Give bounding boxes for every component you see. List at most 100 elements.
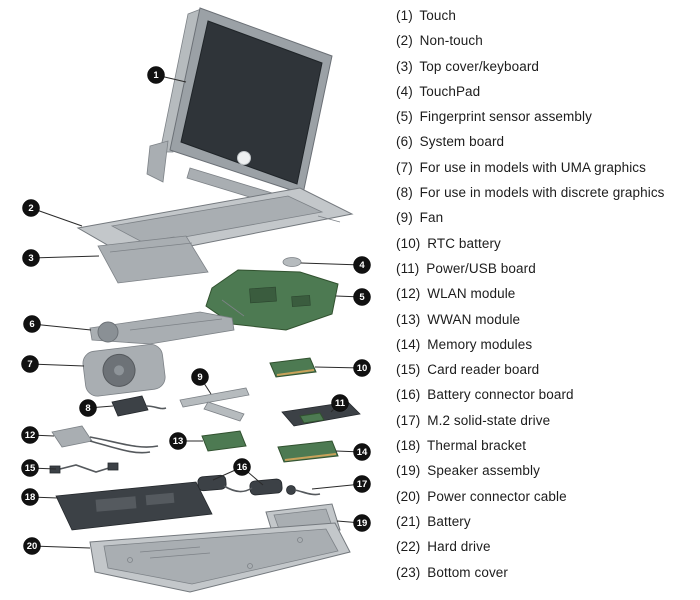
legend-item-label: Touch — [419, 8, 456, 23]
rtc-battery-part — [282, 257, 302, 267]
legend-item-label: TouchPad — [419, 83, 481, 99]
legend-item-label: Thermal bracket — [427, 438, 527, 454]
legend-item-number: (11) — [396, 260, 420, 276]
legend-item-number: (19) — [396, 463, 421, 479]
callout-number: 14 — [357, 447, 368, 458]
legend-item-number: (17) — [396, 412, 421, 428]
callout-leader-line — [30, 207, 83, 227]
legend-item-label: For use in models with discrete graphics — [419, 185, 665, 201]
callout-balloon-19 — [353, 514, 371, 532]
legend-item: (20) Power connector cable — [396, 488, 694, 504]
bottom-cover-part — [89, 522, 351, 593]
callout-number: 6 — [29, 319, 34, 330]
legend-item-number: (21) — [396, 513, 421, 529]
callout-number: 9 — [197, 372, 202, 383]
memory-module-part — [277, 440, 339, 463]
callout-leader-line — [300, 262, 363, 266]
callout-number: 10 — [357, 363, 368, 374]
legend-item-label: WLAN module — [427, 286, 516, 302]
callout-number: 8 — [85, 403, 90, 414]
legend-item-number: (5) — [396, 109, 413, 125]
legend-item-number: (2) — [396, 33, 413, 49]
callout-balloon-1 — [147, 66, 165, 84]
speakers-part — [197, 474, 283, 496]
legend-item-label: Fan — [419, 210, 444, 226]
callout-balloon-13 — [169, 432, 187, 450]
callout-balloon-14 — [353, 443, 371, 461]
callout-balloon-20 — [23, 537, 41, 555]
cable-part — [49, 462, 119, 474]
legend-item: (12) WLAN module — [396, 287, 694, 301]
legend-item: (9) Fan — [396, 211, 694, 225]
legend-item-label: Battery connector board — [427, 387, 574, 403]
callout-number: 13 — [173, 436, 184, 447]
callout-balloon-17 — [353, 475, 371, 493]
display-assembly-part — [146, 7, 333, 207]
legend-item-number: (4) — [396, 83, 413, 99]
legend-item: (19) Speaker assembly — [396, 464, 694, 478]
battery-part — [55, 481, 213, 531]
legend-item: (18) Thermal bracket — [396, 439, 694, 453]
callout-balloon-2 — [22, 199, 40, 217]
legend-item-label: Power/USB board — [426, 260, 536, 276]
legend-item: (13) WWAN module — [396, 311, 694, 327]
callout-balloon-12 — [21, 426, 39, 444]
fingerprint-sensor-part — [111, 395, 167, 417]
callout-balloon-4 — [353, 256, 371, 274]
callout-number: 3 — [28, 253, 33, 264]
legend-item-number: (9) — [396, 210, 413, 226]
legend-item-number: (10) — [396, 235, 421, 251]
legend-item: (17) M.2 solid-state drive — [396, 414, 694, 428]
legend-item-number: (3) — [396, 58, 413, 74]
callout-leader-line — [31, 323, 92, 331]
legend-item-number: (14) — [396, 336, 421, 352]
callout-balloon-9 — [191, 368, 209, 386]
callout-leader-line — [31, 545, 91, 549]
callout-number: 12 — [25, 430, 36, 441]
legend-item-label: Top cover/keyboard — [419, 58, 540, 74]
legend-item-label: RTC battery — [427, 235, 501, 251]
callout-number: 17 — [357, 479, 368, 490]
callout-number: 7 — [27, 359, 32, 370]
legend-item: (10) RTC battery — [396, 235, 694, 251]
legend-item: (8) For use in models with discrete grap… — [396, 186, 694, 200]
legend-item-label: M.2 solid-state drive — [427, 412, 551, 428]
legend-item-label: Speaker assembly — [427, 463, 540, 479]
legend-item-number: (8) — [396, 185, 413, 201]
fan-part — [82, 344, 166, 397]
callout-number: 5 — [359, 292, 365, 303]
callout-balloon-6 — [23, 315, 41, 333]
legend-item: (21) Battery — [396, 515, 694, 529]
system-board-part — [205, 269, 339, 331]
legend-item-label: System board — [419, 134, 505, 150]
callout-number: 1 — [153, 70, 159, 81]
heatsink-part — [89, 311, 235, 345]
callout-number: 2 — [28, 203, 33, 214]
callout-balloon-15 — [21, 459, 39, 477]
callout-balloon-7 — [21, 355, 39, 373]
callout-number: 11 — [335, 398, 346, 409]
legend-item-number: (22) — [396, 539, 421, 555]
touchpad-plate-part — [97, 235, 209, 284]
callout-number: 18 — [25, 492, 36, 503]
legend-item-number: (12) — [396, 286, 421, 302]
callout-number: 15 — [25, 463, 36, 474]
callout-number: 20 — [27, 541, 38, 552]
legend-item: (15) Card reader board — [396, 363, 694, 377]
legend-item-number: (20) — [396, 488, 421, 504]
callout-balloon-18 — [21, 488, 39, 506]
legend-item: (23) Bottom cover — [396, 564, 694, 580]
legend-item: (14) Memory modules — [396, 338, 694, 352]
legend-item-number: (13) — [396, 311, 421, 327]
legend-item: (16) Battery connector board — [396, 388, 694, 402]
legend-item-number: (16) — [396, 387, 421, 403]
legend-item: (4) TouchPad — [396, 85, 694, 99]
wwan-module-part — [201, 430, 247, 452]
legend-item-number: (23) — [396, 564, 421, 580]
bracket-part — [179, 387, 250, 422]
power-connector-part — [286, 485, 321, 496]
